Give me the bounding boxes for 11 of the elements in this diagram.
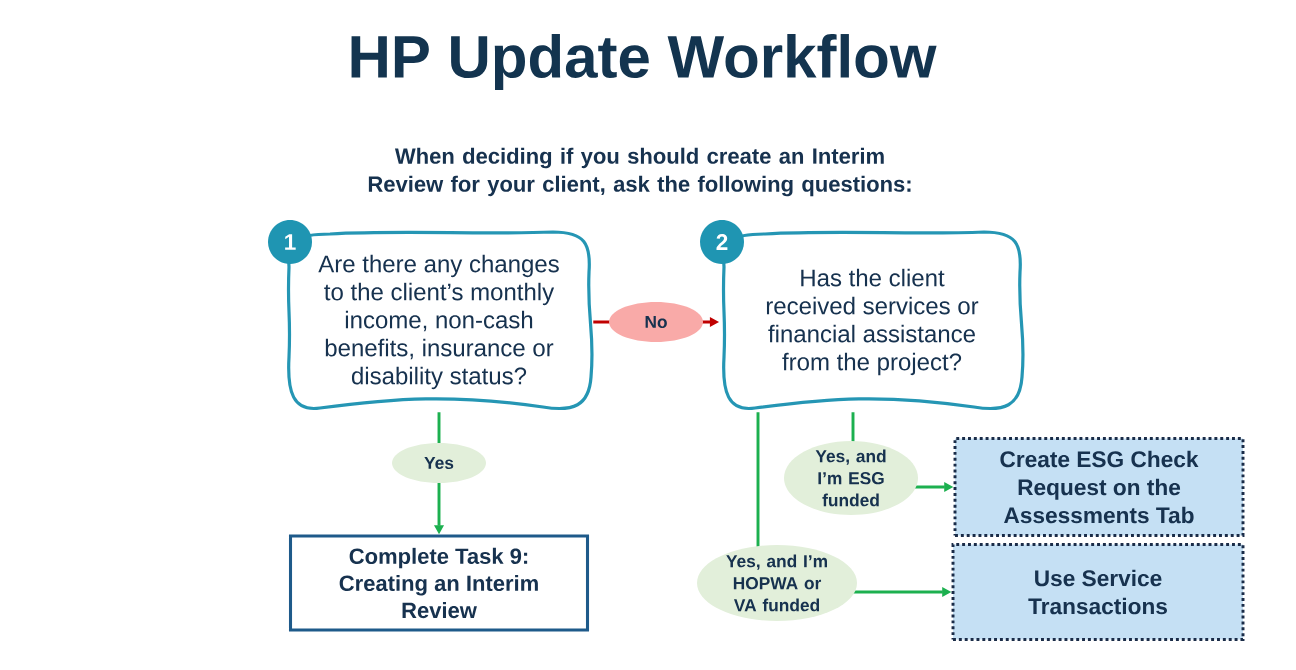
title: HP Update Workflow: [351, 34, 937, 90]
task-box: Create ESG Check Request on the Assessments Tab: [953, 437, 1245, 537]
intro-text: When deciding if you should create an Interim Review for your client, ask the following questions:: [368, 147, 911, 197]
task-box: Use Service Transactions: [951, 543, 1245, 641]
task-box: Complete Task 9: Creating an Interim Review: [288, 534, 590, 632]
edge-label: Yes, and I’m ESG funded: [784, 441, 918, 515]
number-badge: 2: [700, 220, 744, 264]
edge-label: Yes: [392, 443, 486, 483]
number-badge: 1: [268, 220, 312, 264]
edge-label: No: [609, 302, 703, 342]
edge-label: Yes, and I’m HOPWA or VA funded: [697, 545, 857, 621]
